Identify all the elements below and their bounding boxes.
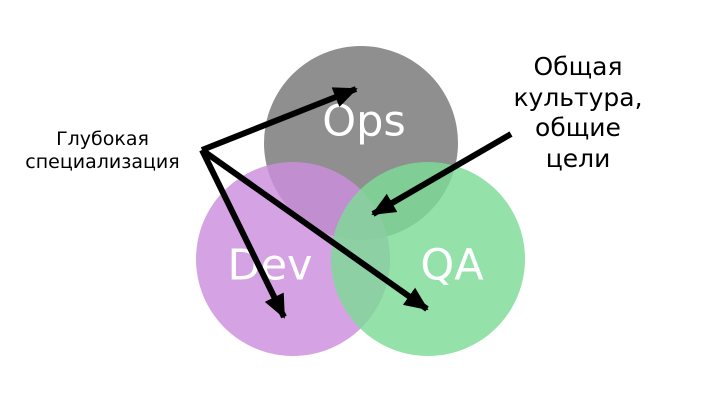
arrow-to-ops bbox=[200, 86, 358, 153]
circle-label-qa: QA bbox=[420, 241, 484, 291]
arrow-group-shared bbox=[371, 131, 513, 217]
arrow-group-specialization bbox=[199, 86, 429, 319]
arrow-to-qa bbox=[200, 147, 429, 312]
circle-dev[interactable] bbox=[196, 162, 390, 356]
arrow-to-dev bbox=[199, 148, 287, 319]
annotation-deep-specialization: Глубокая специализация bbox=[25, 128, 180, 174]
circle-label-ops: Ops bbox=[322, 97, 406, 147]
arrow-to-center bbox=[371, 131, 513, 217]
venn-circles bbox=[196, 46, 525, 356]
annotation-shared-culture-goals: Общая культура, общие цели bbox=[513, 52, 643, 173]
